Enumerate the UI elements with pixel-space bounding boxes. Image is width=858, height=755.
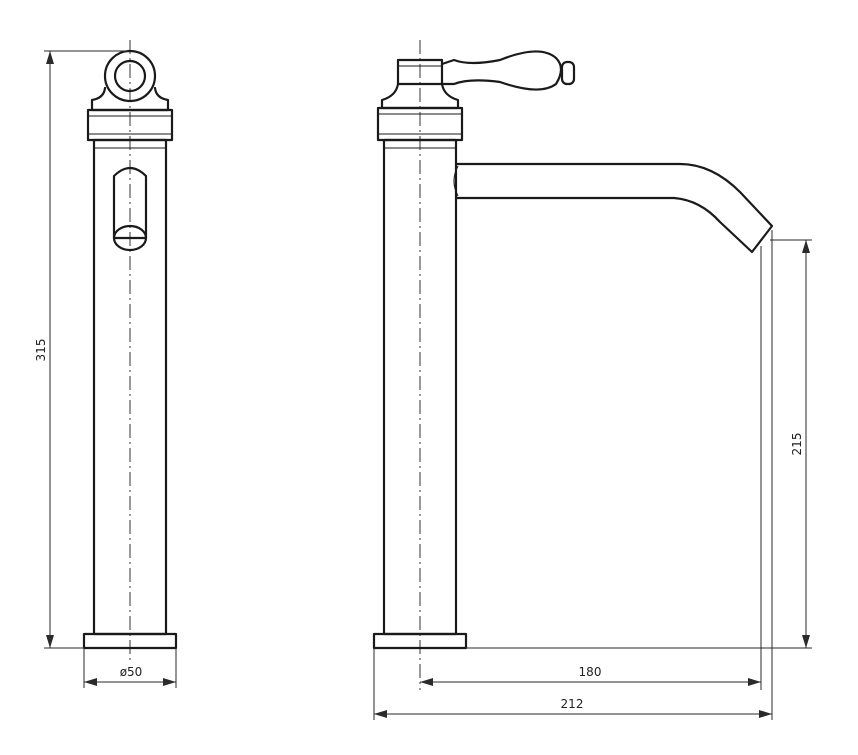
arrow-50-left xyxy=(84,678,97,686)
dim-label-215: 215 xyxy=(790,433,804,456)
front-view xyxy=(372,40,774,690)
spout-end-view xyxy=(112,166,148,240)
arrow-215-bottom xyxy=(802,635,810,648)
handle-ring-inner xyxy=(113,59,147,93)
arrow-315-bottom xyxy=(46,635,54,648)
side-base xyxy=(82,632,178,650)
spout xyxy=(454,162,774,254)
dimension-215: 215 xyxy=(466,239,812,649)
lever-tip xyxy=(560,60,576,86)
dimension-diameter-50: ø50 xyxy=(83,648,177,688)
dimension-180: 180 xyxy=(420,246,762,690)
dim-label-50: ø50 xyxy=(120,665,143,679)
arrow-180-right xyxy=(748,678,761,686)
arrow-212-left xyxy=(374,710,387,718)
dimension-212: 212 xyxy=(373,230,773,720)
dim-label-212: 212 xyxy=(561,697,584,711)
arrow-315-top xyxy=(46,51,54,64)
spout-joint xyxy=(453,165,459,197)
dim-label-180: 180 xyxy=(579,665,602,679)
arrow-215-top xyxy=(802,240,810,253)
handle-ring-outer xyxy=(103,49,157,103)
lever-handle xyxy=(440,50,563,91)
arrow-212-right xyxy=(759,710,772,718)
side-view xyxy=(82,40,178,660)
front-base xyxy=(372,632,468,650)
arrow-180-left xyxy=(420,678,433,686)
dimension-315: 315 xyxy=(34,50,128,649)
spout-outlet xyxy=(112,224,148,252)
dim-label-315: 315 xyxy=(34,339,48,362)
arrow-50-right xyxy=(163,678,176,686)
